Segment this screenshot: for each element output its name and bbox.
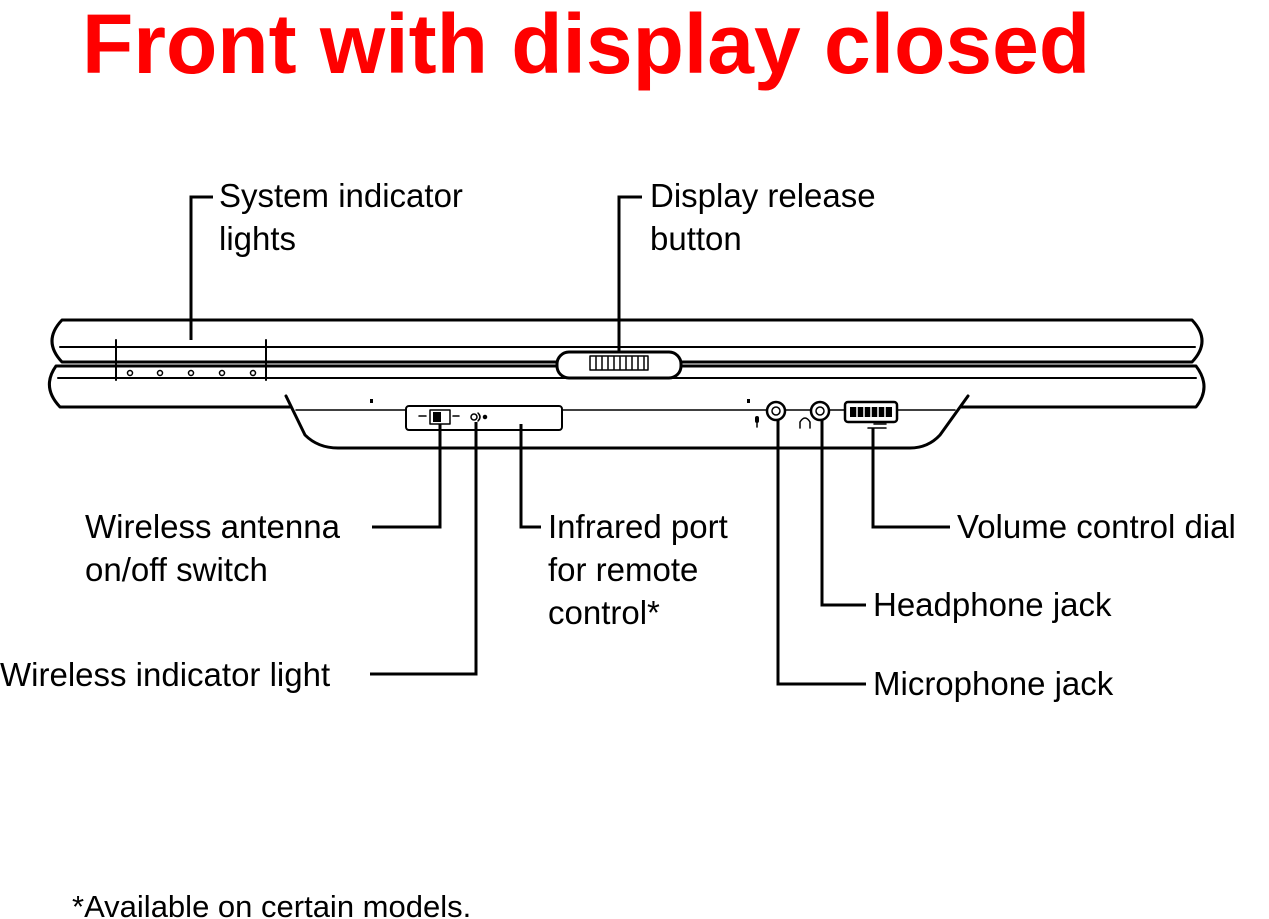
volume-control-dial xyxy=(843,400,899,429)
label-headphone-jack: Headphone jack xyxy=(873,586,1112,623)
label-display-release: Display release button xyxy=(650,177,885,257)
label-wireless-switch: Wireless antenna on/off switch xyxy=(85,508,349,588)
footnote: *Available on certain models. xyxy=(72,889,471,919)
volume-icon xyxy=(867,423,887,429)
callout-display-release xyxy=(617,195,642,352)
callout-microphone-jack xyxy=(776,420,866,686)
callout-system-indicator xyxy=(189,195,213,340)
display-release-button xyxy=(555,350,683,380)
label-volume-dial: Volume control dial xyxy=(957,508,1236,545)
label-microphone-jack: Microphone jack xyxy=(873,665,1114,702)
callout-volume-dial xyxy=(871,428,950,529)
headphone-jack xyxy=(799,400,831,429)
label-infrared-port: Infrared port for remote control* xyxy=(548,508,737,631)
microphone-icon xyxy=(755,416,759,428)
wireless-light-icon xyxy=(470,412,488,422)
callout-headphone-jack xyxy=(820,420,866,607)
diagram-title: Front with display closed xyxy=(82,0,1091,91)
laptop-lid xyxy=(50,318,1204,364)
label-wireless-light: Wireless indicator light xyxy=(0,656,330,693)
infrared-window xyxy=(405,405,563,431)
callout-lines xyxy=(189,195,950,686)
wireless-switch-icon xyxy=(418,409,460,425)
laptop-illustration xyxy=(48,318,1206,450)
callout-infrared-port xyxy=(519,424,541,529)
system-indicator-lights xyxy=(115,339,267,381)
label-system-indicator: System indicator lights xyxy=(219,177,472,257)
callout-wireless-light xyxy=(370,422,478,676)
headphone-icon xyxy=(799,417,811,429)
microphone-jack xyxy=(755,400,787,428)
callout-wireless-switch xyxy=(372,424,442,529)
